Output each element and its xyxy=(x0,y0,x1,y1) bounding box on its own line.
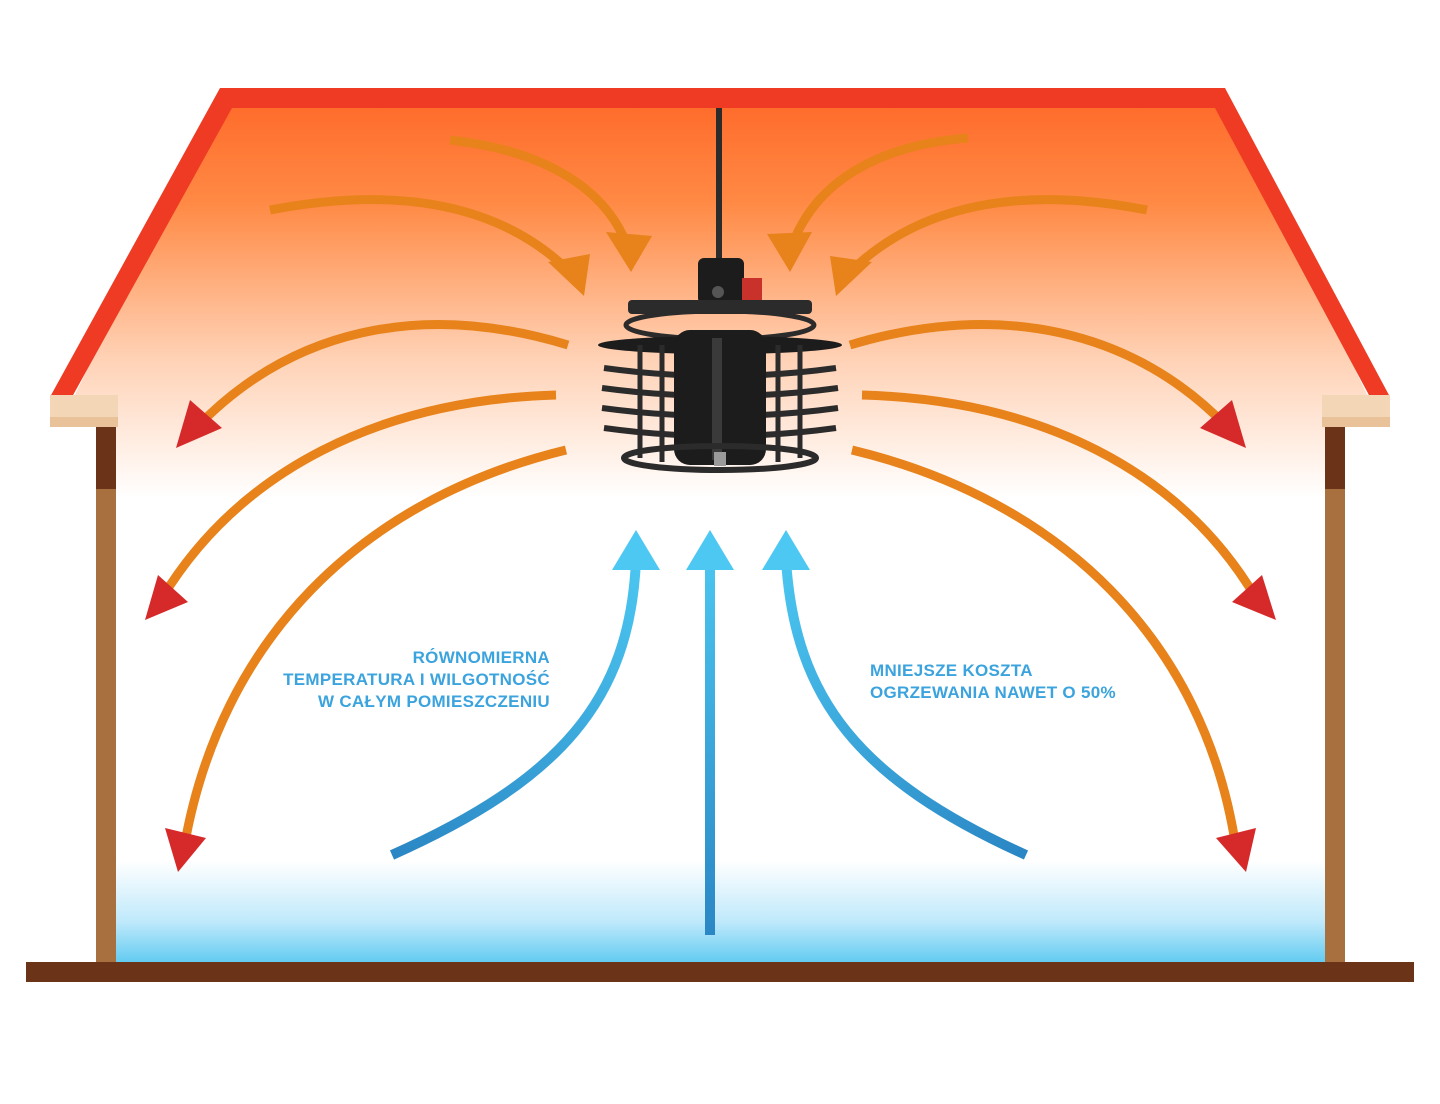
caption-right-line-1: MNIEJSZE KOSZTA xyxy=(870,661,1033,680)
warm-air-arrowhead xyxy=(1200,400,1246,448)
wall-right-top xyxy=(1325,427,1345,489)
warm-air-arrow-icon xyxy=(179,445,568,849)
caption-right-line-2: OGRZEWANIA NAWET O 50% xyxy=(870,683,1116,702)
warm-air-arrowhead xyxy=(176,400,222,448)
warm-air-arrowhead xyxy=(1216,828,1256,872)
fan-blade-core-highlight xyxy=(712,338,722,460)
warm-air-arrowheads-inward xyxy=(548,232,872,296)
fan-motor xyxy=(698,258,744,304)
warm-air-arrow-icon xyxy=(192,320,570,432)
floor xyxy=(26,962,1414,982)
caption-even-temperature: RÓWNOMIERNA TEMPERATURA I WILGOTNOŚĆ W C… xyxy=(283,647,550,713)
warm-air-arrows-inward xyxy=(269,133,1148,274)
fan-bottom-clip xyxy=(714,452,726,466)
warm-air-arrow-icon xyxy=(449,135,629,240)
warm-air-arrowheads-outward xyxy=(145,400,1276,872)
wall-left xyxy=(96,427,116,967)
fan-bottom-ring xyxy=(621,443,819,473)
warm-air-arrowhead xyxy=(548,254,590,296)
warm-air-arrowhead xyxy=(767,232,812,272)
eave-left-shade xyxy=(50,417,118,427)
warm-air-arrow-icon xyxy=(790,133,969,240)
warm-air-arrow-icon xyxy=(848,195,1148,274)
warm-air-arrow-icon xyxy=(269,195,572,274)
cool-air-arrowhead xyxy=(686,530,734,570)
caption-left-line-2: TEMPERATURA I WILGOTNOŚĆ xyxy=(283,670,550,689)
cool-air-arrow-icon xyxy=(389,559,641,860)
warm-air-arrowhead xyxy=(1232,575,1276,620)
cool-air-arrowhead xyxy=(612,530,660,570)
eave-right-shade xyxy=(1322,417,1390,427)
wall-left-top xyxy=(96,427,116,489)
warm-air-arrows-outward xyxy=(158,320,1260,849)
destratification-fan-icon xyxy=(598,108,842,473)
warm-air-arrowhead xyxy=(606,232,652,272)
cool-air-arrowhead xyxy=(762,530,810,570)
cool-air-arrow-icon xyxy=(781,559,1029,860)
warm-air-arrowhead xyxy=(165,828,206,872)
fan-motor-label xyxy=(742,278,762,302)
cool-air-arrowheads xyxy=(612,530,810,570)
caption-lower-heating-costs: MNIEJSZE KOSZTA OGRZEWANIA NAWET O 50% xyxy=(870,660,1116,704)
cool-air-arrows xyxy=(389,559,1029,935)
caption-left-line-1: RÓWNOMIERNA xyxy=(412,648,550,667)
warm-air-arrow-icon xyxy=(861,390,1260,601)
caption-left-line-3: W CAŁYM POMIESZCZENIU xyxy=(317,692,550,711)
warm-air-arrow-icon xyxy=(850,445,1241,849)
warm-air-arrow-icon xyxy=(848,320,1232,432)
warm-air-arrowhead xyxy=(830,256,872,296)
fan-suspension-rod xyxy=(716,108,722,268)
room-air xyxy=(70,96,1372,965)
wall-right xyxy=(1325,427,1345,967)
warm-air-arrow-icon xyxy=(158,390,557,601)
warm-air-arrowhead xyxy=(145,575,188,620)
fan-motor-hub xyxy=(712,286,724,298)
